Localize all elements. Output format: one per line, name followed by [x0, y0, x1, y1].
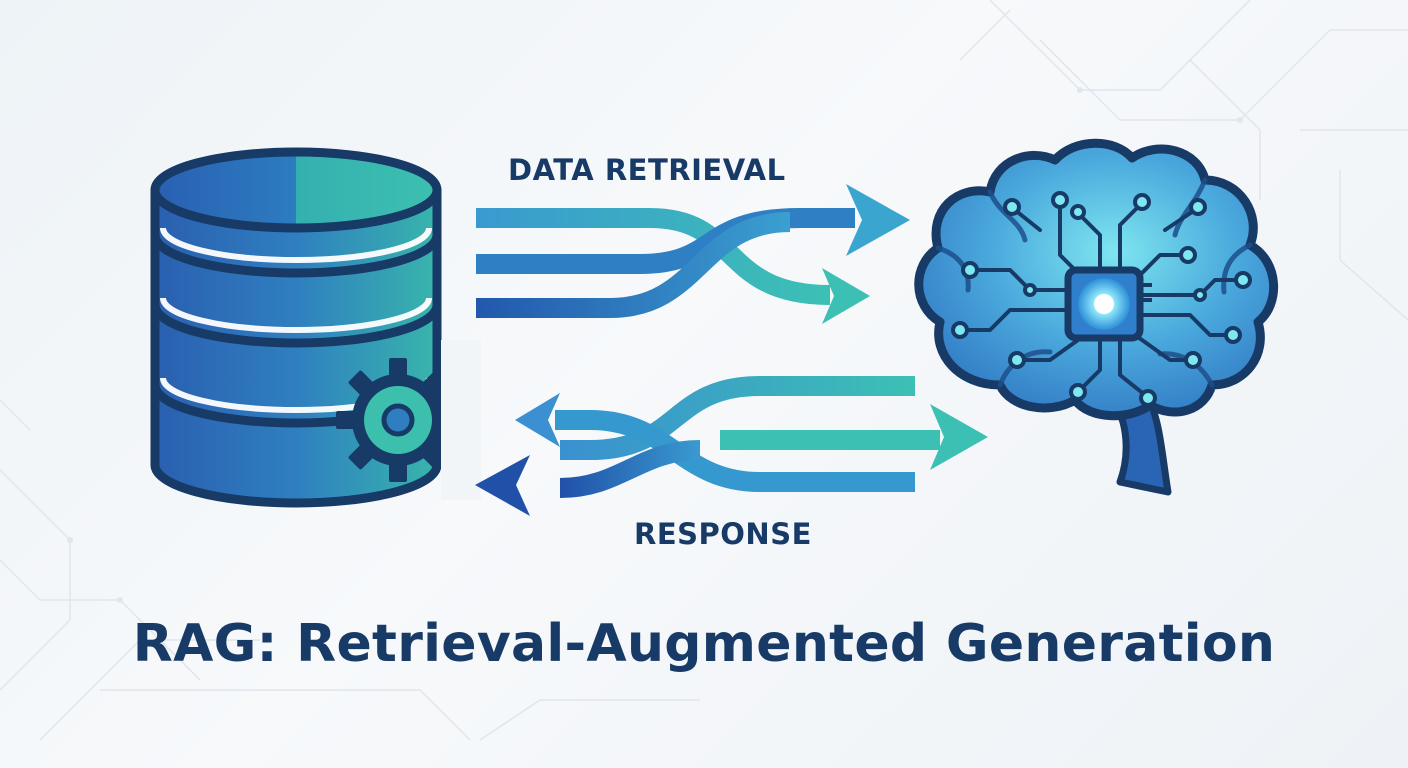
brain-icon: [914, 138, 1279, 496]
rag-diagram: [150, 138, 1279, 516]
arrow-head-to-brain: [930, 404, 988, 470]
circuit-traces: [958, 203, 1242, 397]
arrow-head-retrieval-upper: [846, 184, 910, 256]
arrow-head-response-lower: [475, 455, 530, 516]
data-retrieval-label: DATA RETRIEVAL: [508, 153, 786, 187]
retrieval-flow: [476, 184, 910, 324]
arrow-head-retrieval-lower: [822, 268, 870, 324]
gear-icon: [336, 340, 481, 500]
response-label: RESPONSE: [634, 517, 812, 551]
arrow-head-response-upper: [515, 393, 560, 447]
page-title: RAG: Retrieval-Augmented Generation: [132, 614, 1276, 674]
response-flow: [475, 376, 988, 516]
circuit-nodes: [951, 191, 1252, 407]
chip-icon: [1064, 266, 1152, 342]
